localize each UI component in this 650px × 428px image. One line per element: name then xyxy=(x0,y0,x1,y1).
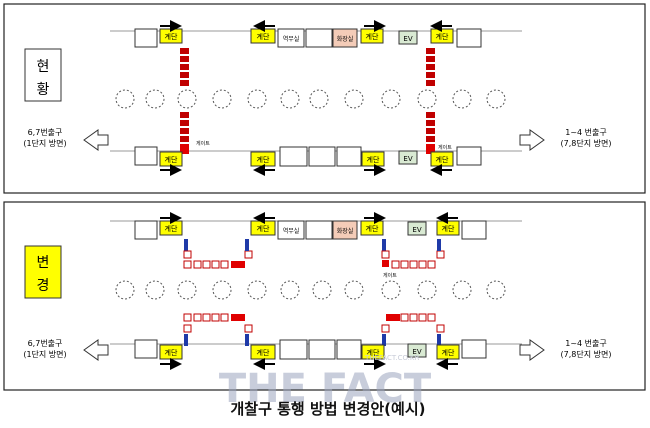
elevator-box xyxy=(398,150,418,165)
panel-current: 현 황 계단 계단 역무실 화장실 계단 EV 계단 xyxy=(3,3,646,194)
room-box xyxy=(336,339,362,360)
panel-changed-label-1: 변 xyxy=(37,255,50,271)
stairs-label: 계단 xyxy=(436,155,449,164)
column-circles xyxy=(115,280,506,300)
gate-column-left-top xyxy=(180,48,189,86)
watermark: THE FACT xyxy=(219,366,432,412)
elevator-label: EV xyxy=(403,35,412,43)
gate-column-right-top xyxy=(426,48,435,86)
stairs-box xyxy=(436,220,460,236)
stairs-label: 계단 xyxy=(165,155,178,164)
stairs-label: 계단 xyxy=(165,224,178,233)
gate-path-top-left xyxy=(183,239,253,269)
gate-path-bottom-right xyxy=(381,313,445,346)
exit-left-line2: (1단지 방면) xyxy=(23,138,66,148)
office-label: 역무실 xyxy=(283,35,300,43)
stairs-label: 계단 xyxy=(366,224,379,233)
stairs-label: 계단 xyxy=(165,348,178,357)
room-box xyxy=(308,339,336,360)
elevator-box xyxy=(407,221,427,236)
stairs-box xyxy=(361,151,385,167)
stairs-label: 계단 xyxy=(165,32,178,41)
room-box xyxy=(305,28,333,48)
exit-left-arrow-icon xyxy=(83,339,109,361)
watermark-small: THEFACT.CO.KR xyxy=(364,354,419,362)
gate-label: 게이트 xyxy=(383,272,397,279)
panel-changed-label-box xyxy=(24,245,62,299)
stairs-box xyxy=(430,151,454,167)
panel-changed-label-2: 경 xyxy=(37,278,50,294)
stairs-label: 계단 xyxy=(367,348,380,357)
stairs-box xyxy=(361,344,385,360)
stairs-label: 계단 xyxy=(257,348,270,357)
panel-current-label-box xyxy=(24,48,62,102)
restroom-label: 화장실 xyxy=(337,35,354,43)
elevator-box xyxy=(398,30,418,45)
stairs-label: 계단 xyxy=(366,32,379,41)
office-box xyxy=(277,28,305,48)
office-box xyxy=(277,220,305,240)
exit-right-arrow-icon xyxy=(519,339,545,361)
column-circles xyxy=(115,89,506,109)
caption: 개찰구 통행 방법 변경안(예시) xyxy=(231,400,426,418)
exit-left-line2: (1단지 방면) xyxy=(23,349,66,359)
room-box xyxy=(336,146,362,167)
exit-right-line1: 1~4 번출구 xyxy=(565,127,607,137)
stairs-label: 계단 xyxy=(257,32,270,41)
restroom-box xyxy=(332,28,358,48)
pillar-box xyxy=(134,339,158,359)
exit-left-arrow-icon xyxy=(83,129,109,151)
room-box xyxy=(308,146,336,167)
gate-path-top-right xyxy=(381,239,445,269)
pillar-box xyxy=(461,339,487,359)
pillar-box xyxy=(134,146,158,166)
exit-left-line1: 6,7번출구 xyxy=(28,127,63,137)
pillar-box xyxy=(456,28,482,48)
exit-right-line2: (7,8단지 방면) xyxy=(561,138,612,148)
gate-column-right-bottom xyxy=(426,112,435,154)
panel-current-label-2: 황 xyxy=(37,82,50,98)
stairs-box xyxy=(436,344,460,360)
room-box xyxy=(279,339,308,360)
stairs-label: 계단 xyxy=(442,224,455,233)
stairs-box xyxy=(360,28,384,44)
pillar-box xyxy=(134,28,158,48)
panel-current-label-1: 현 xyxy=(37,59,50,75)
gate-column-left-bottom xyxy=(180,112,189,154)
exit-right-line1: 1~4 번출구 xyxy=(565,338,607,348)
room-box xyxy=(279,146,308,167)
pillar-box xyxy=(461,220,487,240)
stairs-label: 계단 xyxy=(257,224,270,233)
stairs-label: 계단 xyxy=(367,155,380,164)
elevator-label: EV xyxy=(412,348,421,356)
pillar-box xyxy=(134,220,158,240)
elevator-label: EV xyxy=(412,226,421,234)
room-box xyxy=(305,220,333,240)
stairs-label: 계단 xyxy=(257,155,270,164)
stairs-box xyxy=(360,220,384,236)
stairs-box xyxy=(430,28,454,44)
office-label: 역무실 xyxy=(283,227,300,235)
gate-label: 게이트 xyxy=(438,144,452,151)
elevator-label: EV xyxy=(403,155,412,163)
elevator-box xyxy=(407,343,427,358)
pillar-box xyxy=(456,146,482,166)
exit-left-line1: 6,7번출구 xyxy=(28,338,63,348)
restroom-label: 화장실 xyxy=(337,227,354,235)
panel-changed: 변 경 계단 계단 역무실 화장실 계단 EV 계단 xyxy=(3,201,646,391)
exit-right-arrow-icon xyxy=(519,129,545,151)
gate-path-bottom-left xyxy=(183,313,253,346)
gate-label: 게이트 xyxy=(196,140,210,147)
stairs-label: 계단 xyxy=(442,348,455,357)
exit-right-line2: (7,8단지 방면) xyxy=(561,349,612,359)
stairs-label: 계단 xyxy=(436,32,449,41)
restroom-box xyxy=(332,220,358,240)
